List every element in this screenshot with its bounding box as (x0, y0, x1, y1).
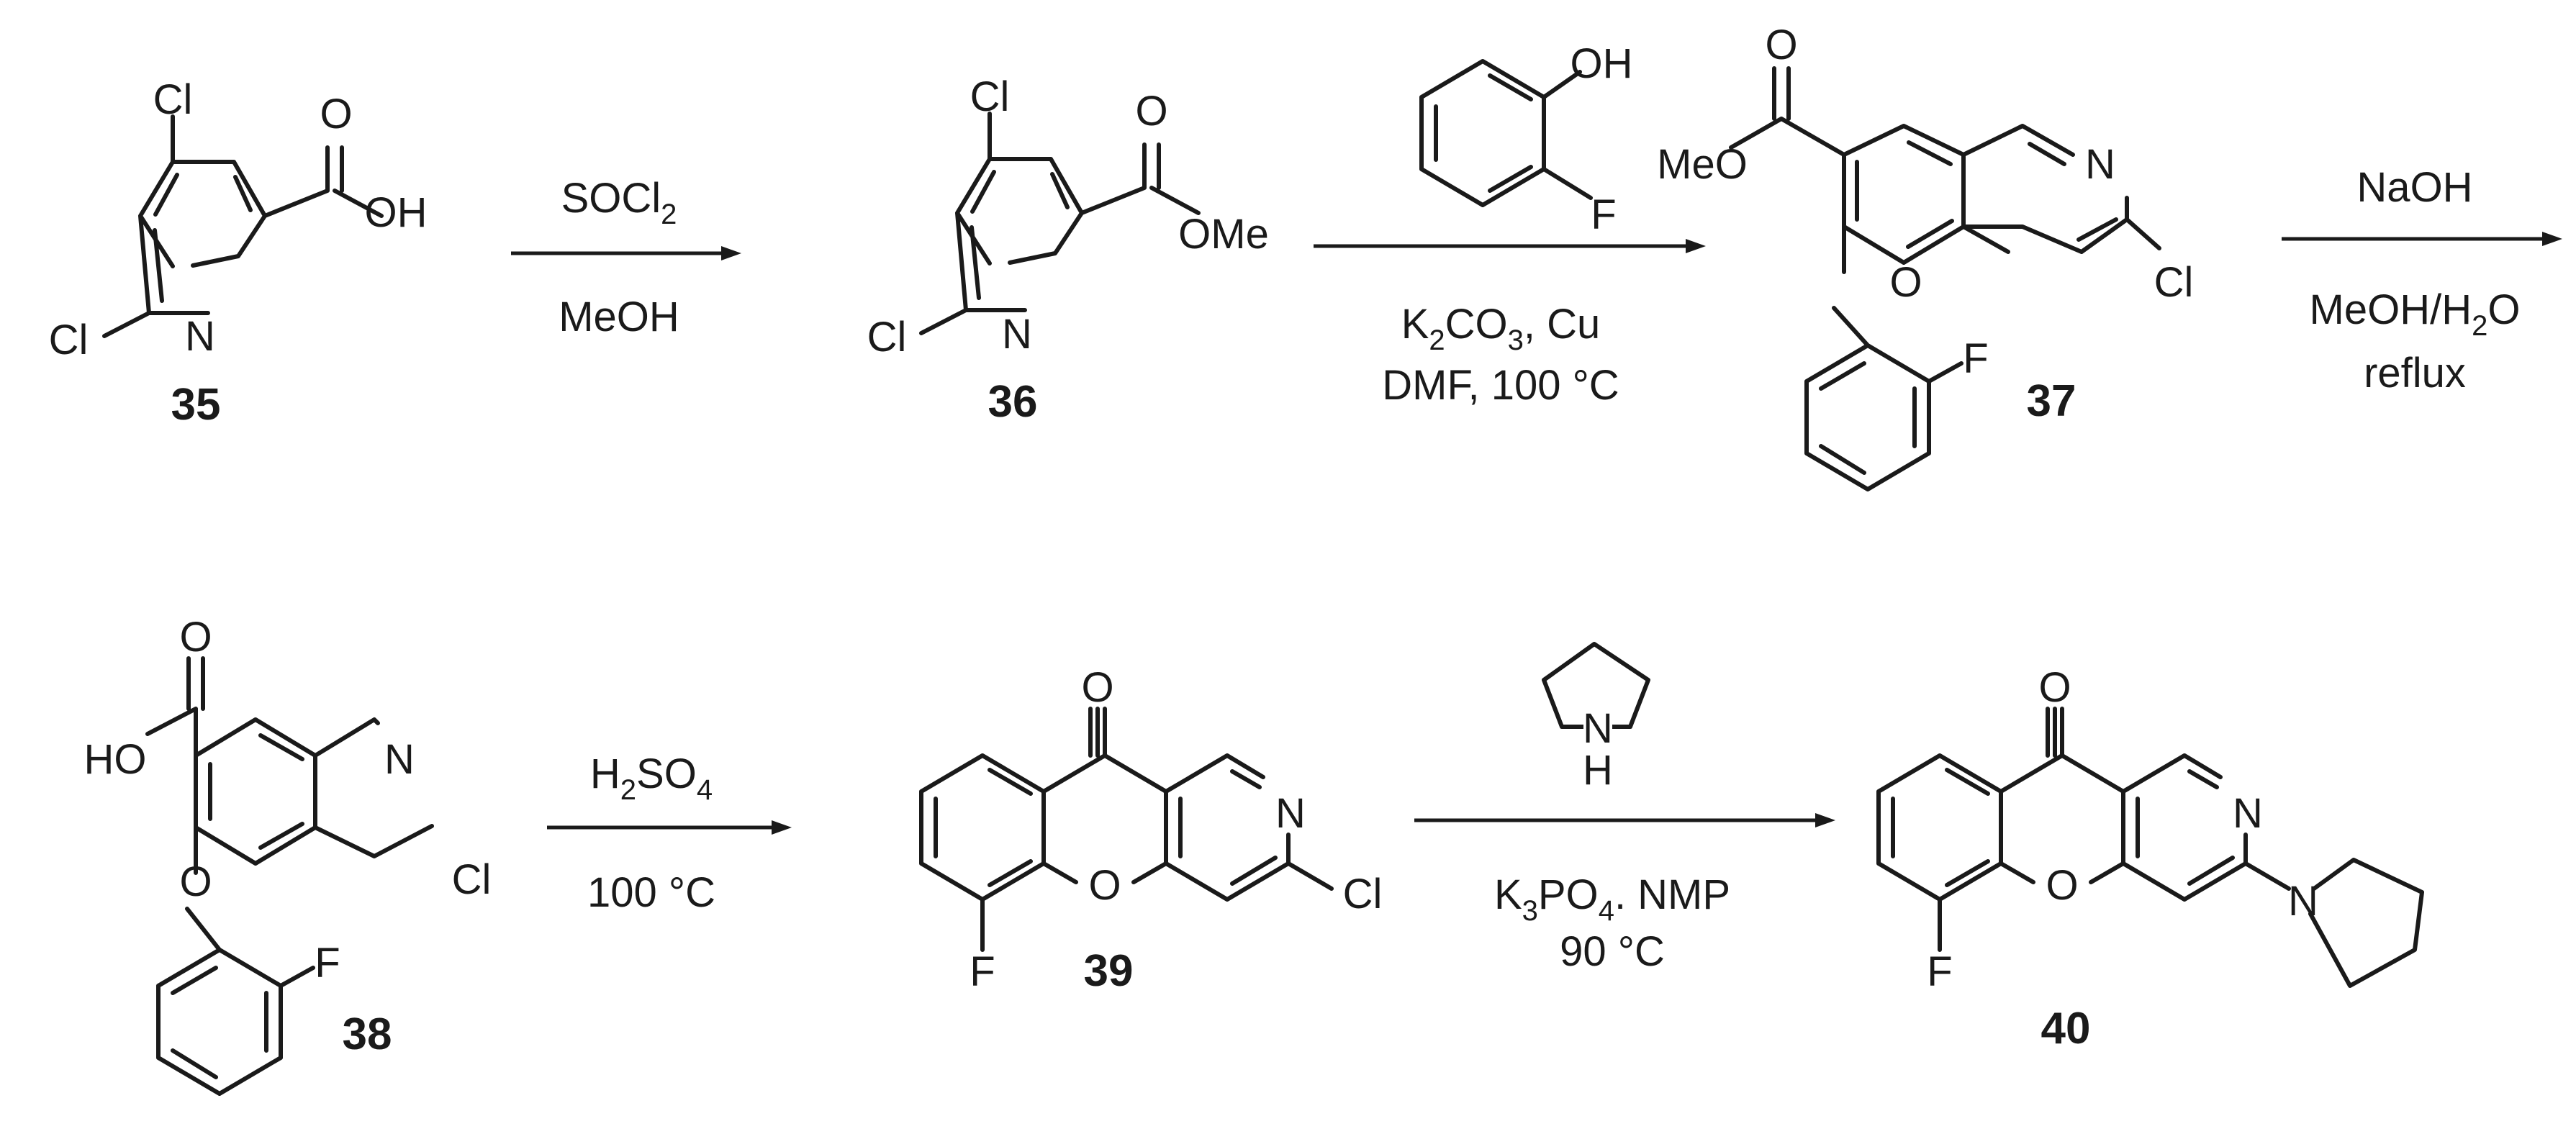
atom-meo: MeO (1657, 141, 1748, 188)
compound-40: O N O N F 40 (1876, 664, 2424, 1053)
atom-f: F (1963, 335, 1988, 382)
atom-cl-left: Cl (49, 317, 89, 363)
atom-o-carbonyl: O (2038, 664, 2071, 711)
atom-n: N (2085, 141, 2115, 188)
compound-label: 35 (171, 380, 221, 430)
atom-o-carbonyl: O (1081, 664, 1113, 711)
reagent-meoh-h2o: MeOH/H2O (2310, 286, 2521, 342)
reagent-dmf-100c: DMF, 100 °C (1382, 362, 1619, 409)
reaction-arrow-3: NaOH MeOH/H2O reflux (2282, 164, 2562, 396)
bond-lines (919, 707, 1334, 952)
bond-lines (102, 114, 384, 338)
bond-lines (1729, 66, 2010, 491)
reagent-90c: 90 °C (1560, 928, 1665, 975)
atom-f: F (1591, 191, 1616, 238)
atom-n: N (1275, 790, 1306, 837)
compound-37-ring (1961, 124, 2161, 254)
compound-label: 37 (2027, 376, 2076, 426)
reaction-arrow-1: SOCl2 MeOH (511, 175, 741, 340)
atom-o-ether: O (1889, 259, 1922, 306)
atom-n: N (384, 736, 415, 783)
reagent-2-fluorophenol: OH F (1419, 40, 1633, 238)
bond-lines (145, 656, 434, 1096)
atom-n: N (185, 313, 215, 360)
atom-f: F (315, 940, 340, 986)
atom-cl-left: Cl (867, 314, 907, 360)
compound-38: O HO N Cl O F 38 (84, 614, 492, 1096)
bond-lines (1876, 707, 2424, 988)
compound-label: 36 (988, 377, 1038, 427)
reagent-reflux: reflux (2364, 350, 2466, 396)
reaction-arrow-2: OH F K2CO3, Cu DMF, 100 °C (1314, 40, 1706, 409)
atom-oh: OH (1571, 40, 1633, 87)
reaction-arrow-4: H2SO4 100 °C (547, 750, 792, 916)
atom-o-carbonyl: O (320, 91, 352, 137)
reagent-meoh: MeOH (559, 294, 679, 340)
atom-cl: Cl (1343, 871, 1383, 917)
reagent-k3po4-nmp: K3PO4. NMP (1494, 871, 1730, 927)
compound-36: Cl O OMe Cl N 36 (867, 73, 1269, 427)
compound-35: Cl O OH Cl N 35 (49, 76, 428, 430)
reagent-naoh: NaOH (2356, 164, 2472, 211)
atom-o-carbonyl: O (1765, 22, 1797, 68)
atom-n: N (2233, 790, 2263, 837)
atom-cl-top: Cl (970, 73, 1010, 120)
atom-ho: HO (84, 736, 147, 783)
compound-37: O MeO N Cl O F 37 (1657, 22, 2194, 491)
compound-label: 40 (2041, 1004, 2091, 1053)
reagent-100c: 100 °C (587, 869, 715, 916)
atom-cl: Cl (452, 856, 492, 903)
reagent-h2so4: H2SO4 (590, 750, 713, 806)
atom-n-pyrrolidine: N (2288, 878, 2318, 925)
atom-o-carbonyl: O (179, 614, 212, 661)
atom-ome: OMe (1178, 211, 1269, 258)
reaction-arrow-5: N H K3PO4. NMP 90 °C (1414, 642, 1835, 975)
atom-o-ring: O (2046, 862, 2078, 909)
atom-f: F (1927, 948, 1952, 995)
atom-o-carbonyl: O (1135, 88, 1167, 135)
atom-cl: Cl (2154, 259, 2194, 306)
bond-lines (919, 112, 1201, 335)
compound-label: 39 (1084, 946, 1134, 996)
atom-o-ether: O (179, 858, 212, 905)
atom-h: H (1583, 747, 1613, 794)
compound-label: 38 (343, 1010, 392, 1059)
compound-39: O N O Cl F 39 (919, 664, 1383, 996)
atom-n: N (1002, 311, 1032, 358)
reagent-socl2: SOCl2 (561, 175, 677, 230)
atom-cl-top: Cl (153, 76, 193, 123)
reagent-k2co3-cu: K2CO3, Cu (1401, 301, 1601, 356)
atom-oh: OH (365, 189, 428, 236)
atom-n: N (1583, 705, 1613, 752)
atom-f: F (970, 948, 995, 995)
reagent-pyrrolidine: N H (1542, 642, 1650, 794)
atom-o-ring: O (1088, 862, 1121, 909)
